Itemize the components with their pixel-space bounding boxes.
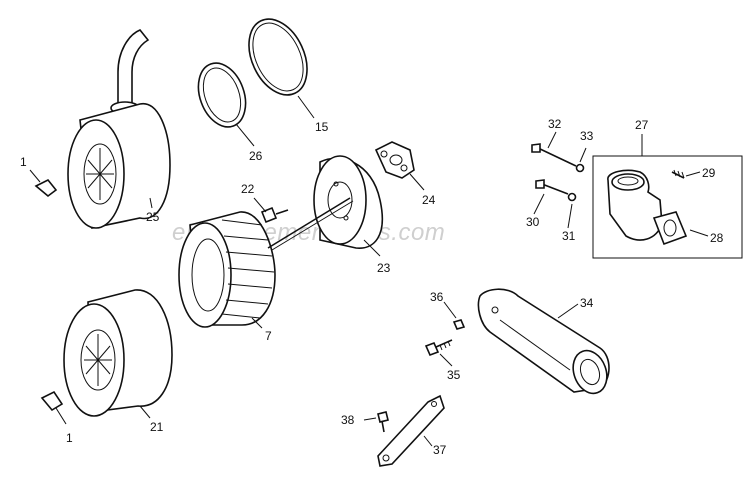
callout-31: 31 — [562, 229, 576, 243]
part-25-precleaner-housing — [67, 29, 171, 229]
part-27-adapter-assembly — [592, 155, 743, 259]
part-1-clip-upper — [34, 178, 58, 198]
part-15-gasket — [248, 18, 308, 96]
callout-27: 27 — [635, 118, 649, 132]
callout-21: 21 — [150, 420, 164, 434]
part-33-nut — [575, 163, 585, 173]
callout-24: 24 — [422, 193, 436, 207]
part-38-screw — [377, 411, 389, 433]
part-30-bolt — [535, 179, 569, 195]
callout-15: 15 — [315, 120, 329, 134]
part-1-clip-lower — [40, 390, 64, 412]
callout-29: 29 — [702, 166, 716, 180]
part-23-base-plate — [267, 155, 384, 251]
callout-34: 34 — [580, 296, 594, 310]
part-35-bolt — [424, 339, 453, 357]
callout-7: 7 — [265, 329, 272, 343]
part-7-filter-element — [178, 211, 276, 328]
callout-37: 37 — [433, 443, 447, 457]
callout-23: 23 — [377, 261, 391, 275]
part-21-air-cleaner-body — [63, 289, 173, 417]
part-26-seal — [197, 62, 247, 128]
callout-25: 25 — [146, 210, 160, 224]
callout-1-lower: 1 — [66, 431, 73, 445]
callout-26: 26 — [249, 149, 263, 163]
callout-28: 28 — [710, 231, 724, 245]
part-36-nut — [452, 319, 466, 330]
part-34-duct — [477, 288, 610, 395]
callout-35: 35 — [447, 368, 461, 382]
callout-36: 36 — [430, 290, 444, 304]
callout-32: 32 — [548, 117, 562, 131]
callout-33: 33 — [580, 129, 594, 143]
callout-38: 38 — [341, 413, 355, 427]
callout-labels: 1 1 7 15 21 22 23 24 25 26 27 28 29 30 3… — [20, 117, 724, 457]
leader-lines — [29, 95, 709, 447]
callout-22: 22 — [241, 182, 255, 196]
part-37-bracket — [377, 394, 445, 467]
callout-1-upper: 1 — [20, 155, 27, 169]
part-24-bracket — [374, 141, 415, 179]
part-31-nut — [567, 192, 577, 202]
part-32-bolt — [531, 143, 577, 167]
callout-30: 30 — [526, 215, 540, 229]
